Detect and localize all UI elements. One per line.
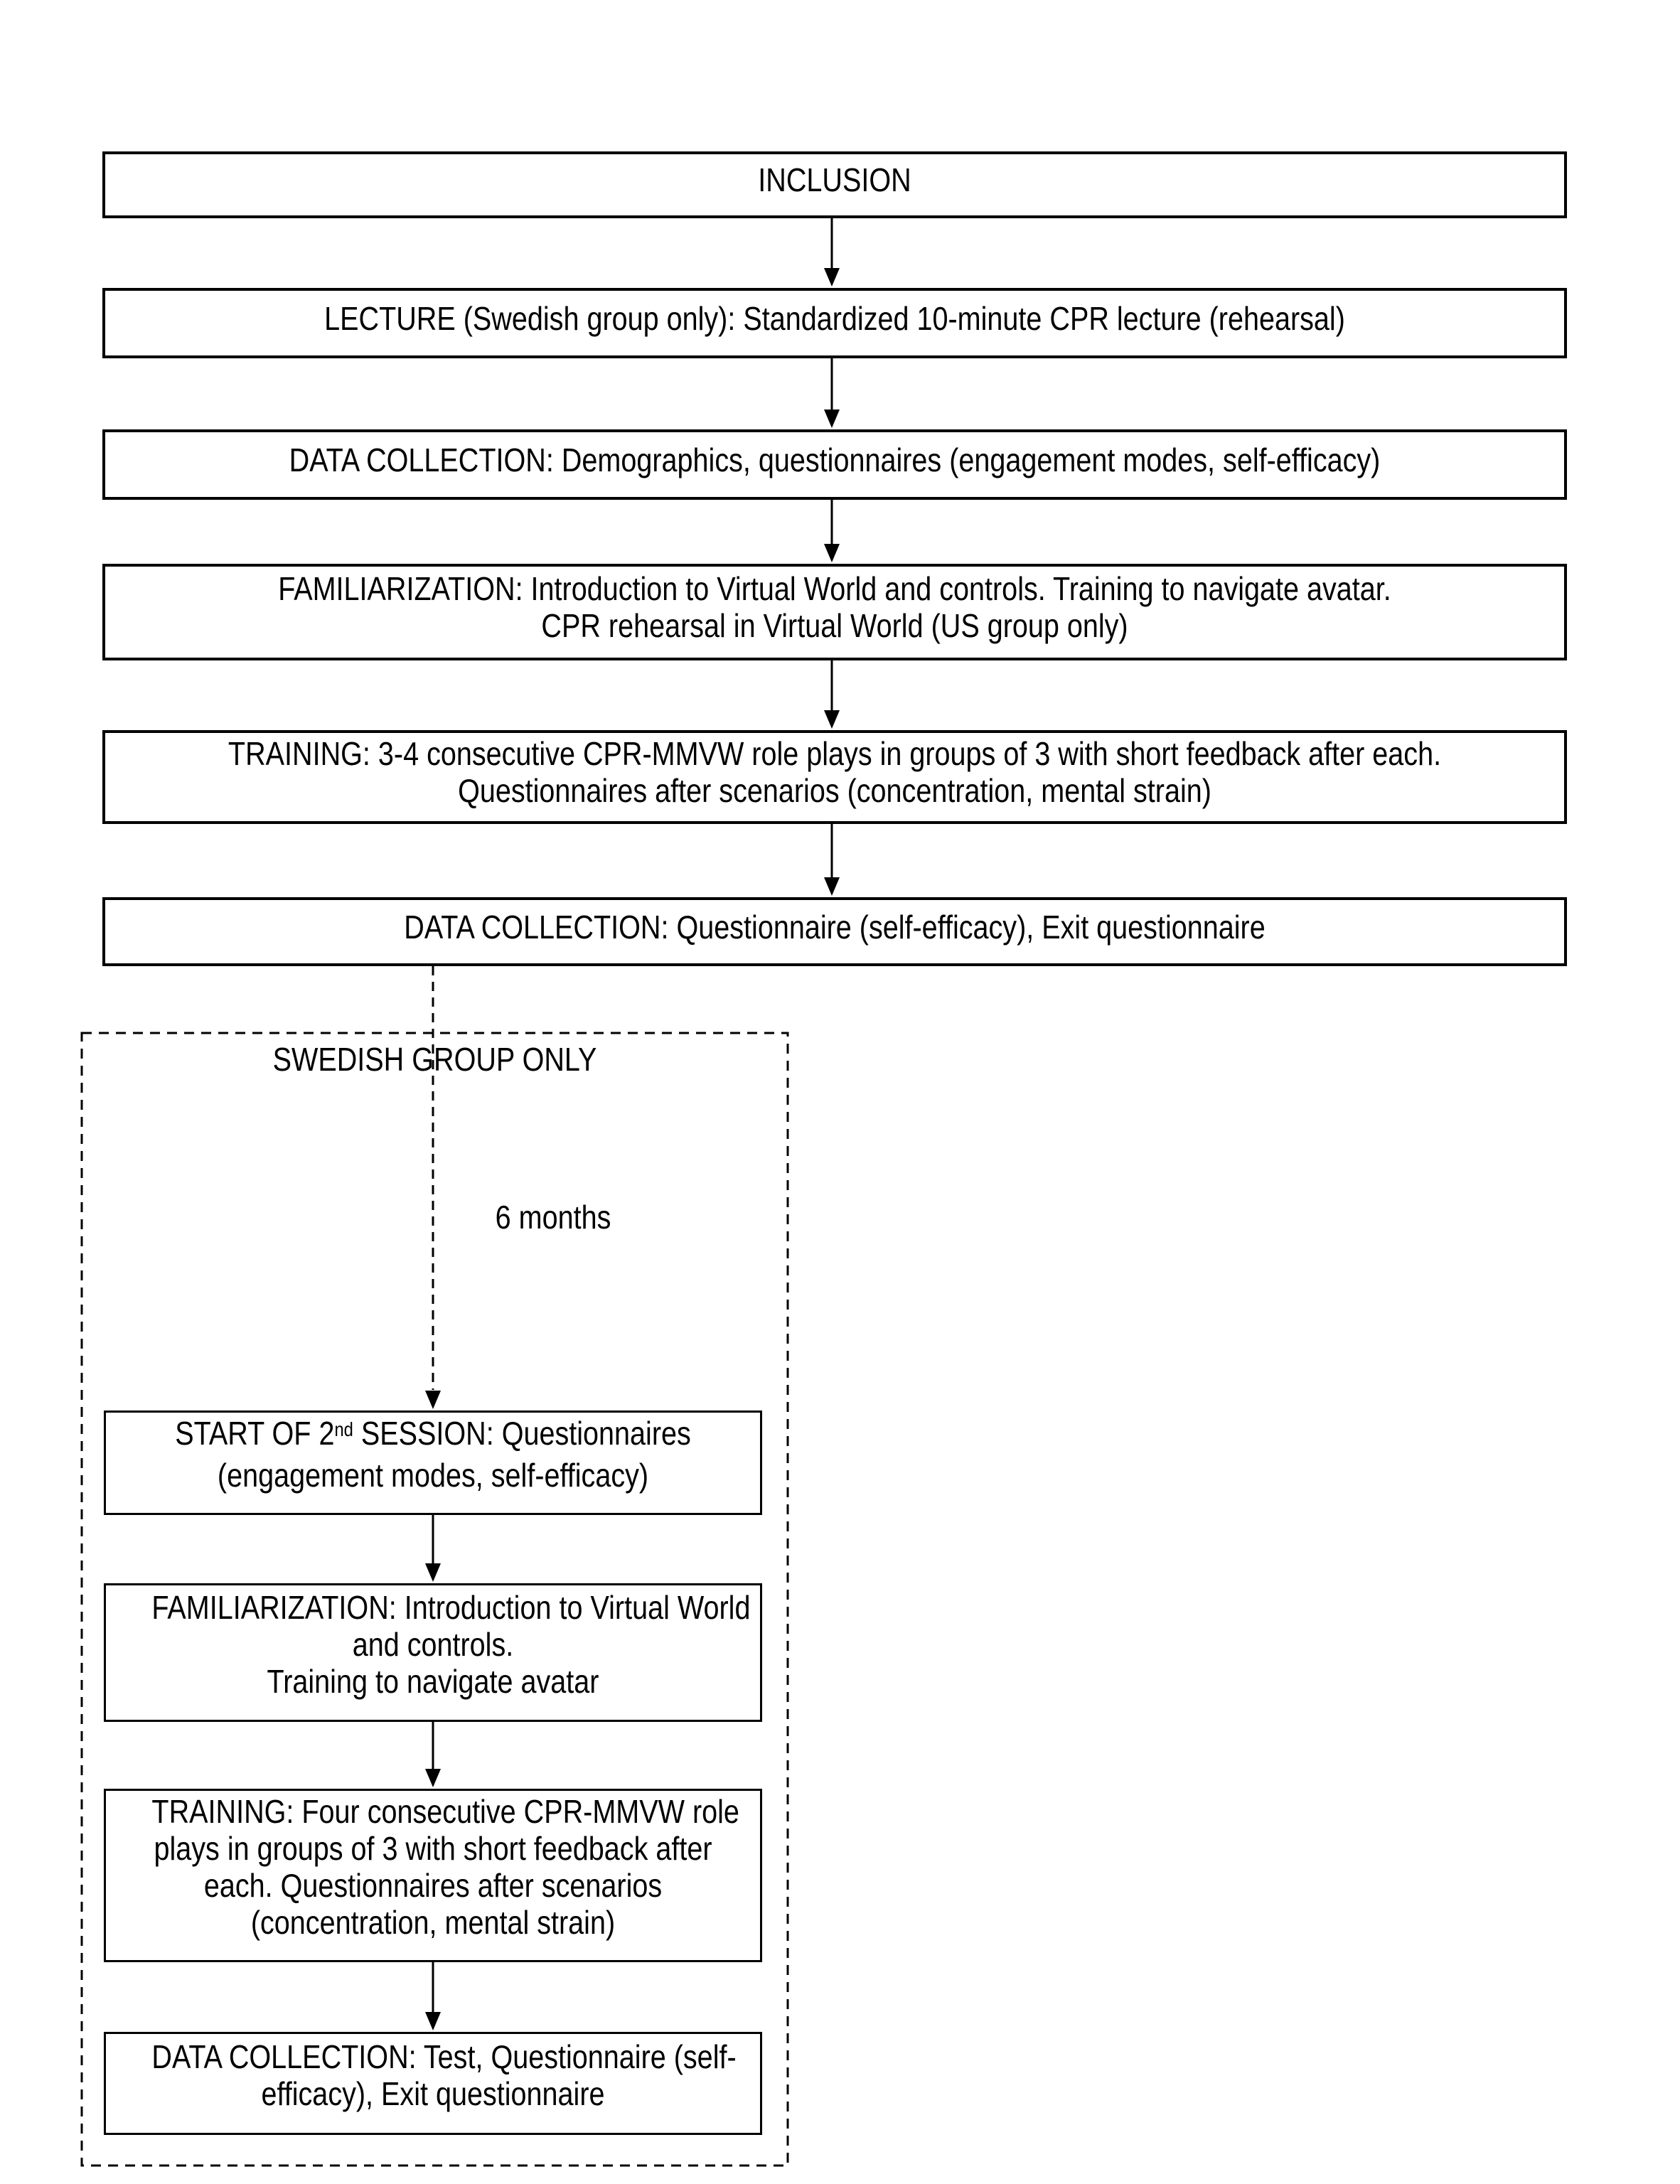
box-familiarization-line-2: CPR rehearsal in Virtual World (US group… <box>541 607 1128 644</box>
arrow-start-to-familiarization2 <box>425 1515 441 1582</box>
box-inclusion-label: INCLUSION <box>758 161 911 198</box>
box-training-line-2: Questionnaires after scenarios (concentr… <box>458 772 1211 809</box>
box-familiarization-2: FAMILIARIZATION: Introduction to Virtual… <box>104 1583 762 1722</box>
box-inclusion: INCLUSION <box>102 151 1567 218</box>
box-data-collection-1-label: DATA COLLECTION: Demographics, questionn… <box>289 441 1381 478</box>
box-training-2-line-4: (concentration, mental strain) <box>250 1904 616 1941</box>
interval-6-months-label: 6 months <box>495 1199 611 1236</box>
arrow-inclusion-to-lecture <box>824 218 840 287</box>
arrow-familiarization2-to-training2 <box>425 1722 441 1787</box>
box-data-collection-3: DATA COLLECTION: Test, Questionnaire (se… <box>104 2032 762 2135</box>
box-start-2nd-session-line-2: (engagement modes, self-efficacy) <box>217 1457 649 1494</box>
swedish-group-boundary <box>80 1032 789 2167</box>
box-familiarization-2-line-1: FAMILIARIZATION: Introduction to Virtual… <box>151 1588 751 1626</box>
box-data-collection-3-line-2: efficacy), Exit questionnaire <box>261 2075 605 2112</box>
box-familiarization-2-line-3: Training to navigate avatar <box>267 1662 599 1700</box>
arrow-lecture-to-datacollection1 <box>824 358 840 428</box>
dashed-arrow-6-months <box>425 966 441 1409</box>
box-training-2-line-1: TRAINING: Four consecutive CPR-MMVW role <box>151 1793 739 1830</box>
box-training-2-line-2: plays in groups of 3 with short feedback… <box>154 1830 712 1867</box>
arrow-training-to-datacollection2 <box>824 824 840 896</box>
box-data-collection-2-label: DATA COLLECTION: Questionnaire (self-eff… <box>404 908 1266 946</box>
box-start-2nd-session: START OF 2nd SESSION: Questionnaires (en… <box>104 1410 762 1515</box>
box-familiarization-2-line-2: and controls. <box>352 1625 514 1663</box>
box-lecture: LECTURE (Swedish group only): Standardiz… <box>102 288 1567 358</box>
swedish-group-title: SWEDISH GROUP ONLY <box>272 1041 597 1078</box>
arrow-familiarization-to-training <box>824 660 840 729</box>
arrow-training2-to-datacollection3 <box>425 1962 441 2030</box>
box-data-collection-1: DATA COLLECTION: Demographics, questionn… <box>102 429 1567 500</box>
superscript-nd: nd <box>334 1418 353 1440</box>
box-familiarization-line-1: FAMILIARIZATION: Introduction to Virtual… <box>278 570 1391 607</box>
box-training-2: TRAINING: Four consecutive CPR-MMVW role… <box>104 1789 762 1962</box>
box-data-collection-2: DATA COLLECTION: Questionnaire (self-eff… <box>102 897 1567 966</box>
arrow-datacollection1-to-familiarization <box>824 500 840 562</box>
box-familiarization: FAMILIARIZATION: Introduction to Virtual… <box>102 564 1567 660</box>
box-training-2-line-3: each. Questionnaires after scenarios <box>203 1867 663 1904</box>
box-start-2nd-session-line-1: START OF 2nd SESSION: Questionnaires <box>175 1415 691 1452</box>
box-training-line-1: TRAINING: 3-4 consecutive CPR-MMVW role … <box>228 735 1442 772</box>
box-lecture-label: LECTURE (Swedish group only): Standardiz… <box>324 299 1345 337</box>
box-data-collection-3-line-1: DATA COLLECTION: Test, Questionnaire (se… <box>151 2038 737 2075</box>
box-training: TRAINING: 3-4 consecutive CPR-MMVW role … <box>102 730 1567 824</box>
